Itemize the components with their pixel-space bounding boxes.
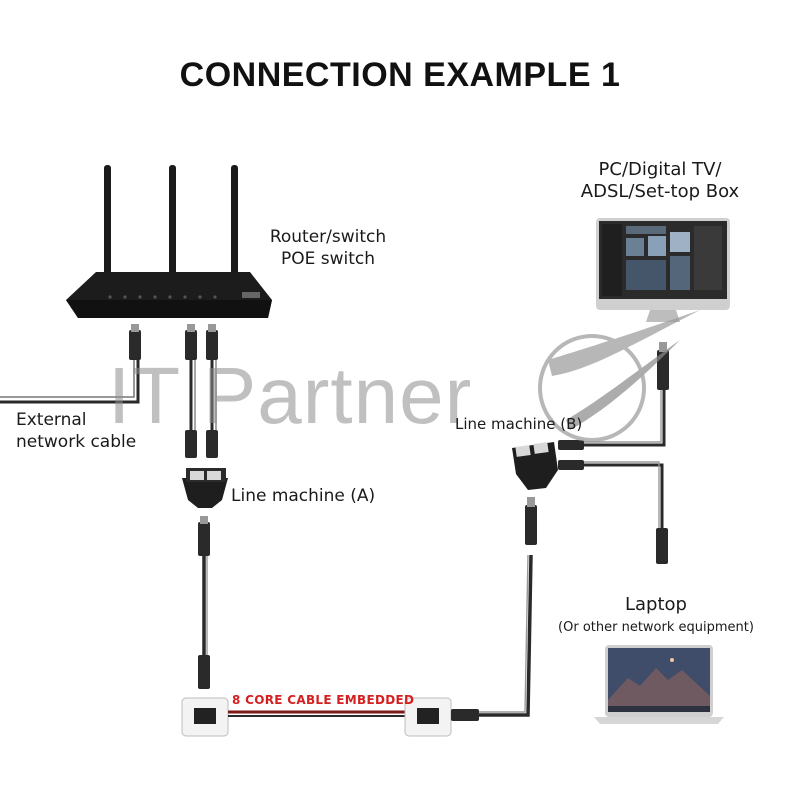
- line-machine-a-icon: [182, 468, 228, 508]
- wall-socket-left: [181, 697, 229, 737]
- external-cable-label-line2: network cable: [16, 432, 137, 452]
- embedded-cable-label: 8 CORE CABLE EMBEDDED: [232, 693, 415, 707]
- watermark-text: IT Partner: [108, 351, 473, 440]
- pc-label: PC/Digital TV/ ADSL/Set-top Box: [570, 159, 750, 203]
- router-label-line2: POE switch: [280, 249, 376, 269]
- laptop-label: Laptop: [625, 594, 687, 615]
- line-machine-b-label: Line machine (B): [455, 415, 583, 433]
- external-cable-label-line1: External: [16, 410, 87, 430]
- embedded-cable: [228, 710, 405, 717]
- a-to-socket-cable: [198, 516, 210, 689]
- pc-label-line2: ADSL/Set-top Box: [580, 181, 740, 202]
- router-to-a-cables: [185, 324, 218, 458]
- external-cable-label: External network cable: [16, 409, 136, 453]
- line-machine-b-icon: [512, 442, 558, 490]
- line-machine-a-label: Line machine (A): [231, 486, 376, 506]
- b-to-devices-cables: [558, 342, 669, 564]
- router-label: Router/switch POE switch: [258, 226, 398, 270]
- laptop-sublabel: (Or other network equipment): [558, 620, 754, 635]
- diagram-title: CONNECTION EXAMPLE 1: [179, 56, 621, 94]
- wall-socket-right: [404, 697, 452, 737]
- watermark-logo: [538, 310, 700, 442]
- external-cable: [0, 324, 141, 404]
- pc-label-line1: PC/Digital TV/: [598, 159, 722, 180]
- socket-to-b-cable: [451, 497, 537, 721]
- laptop-icon: [594, 645, 724, 724]
- router-label-line1: Router/switch: [269, 227, 387, 247]
- router-icon: [66, 165, 272, 318]
- pc-monitor-icon: [596, 218, 730, 322]
